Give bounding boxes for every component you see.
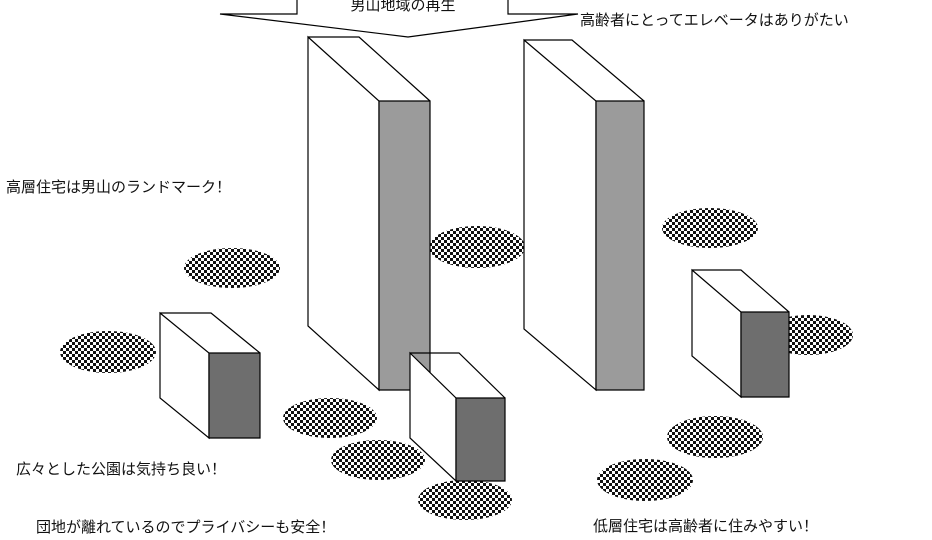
label-landmark: 高層住宅は男山のランドマーク！ [6,178,232,196]
tower-left [307,35,431,392]
trees [60,208,853,520]
label-park: 広々とした公園は気持ち良い！ [16,460,227,478]
tree-cluster [662,208,758,248]
house-left [159,311,261,440]
house-middle [409,351,506,483]
label-lowrise: 低層住宅は高齢者に住みやすい！ [593,517,819,535]
tree-cluster [597,459,693,501]
tree-cluster [429,226,525,268]
tree-cluster [667,416,763,458]
tree-cluster [283,398,377,438]
banner-arrow [219,0,579,38]
house-right [691,268,790,399]
banner-title: 男山地域の再生 [350,0,455,14]
tower-right [523,38,645,392]
tree-cluster [60,331,156,373]
label-elevator: 高齢者にとってエレベータはありがたい [580,11,849,29]
tree-cluster [331,440,425,480]
label-privacy: 団地が離れているのでプライバシーも安全！ [36,518,336,536]
tree-cluster [184,248,280,288]
tree-cluster [418,480,512,520]
